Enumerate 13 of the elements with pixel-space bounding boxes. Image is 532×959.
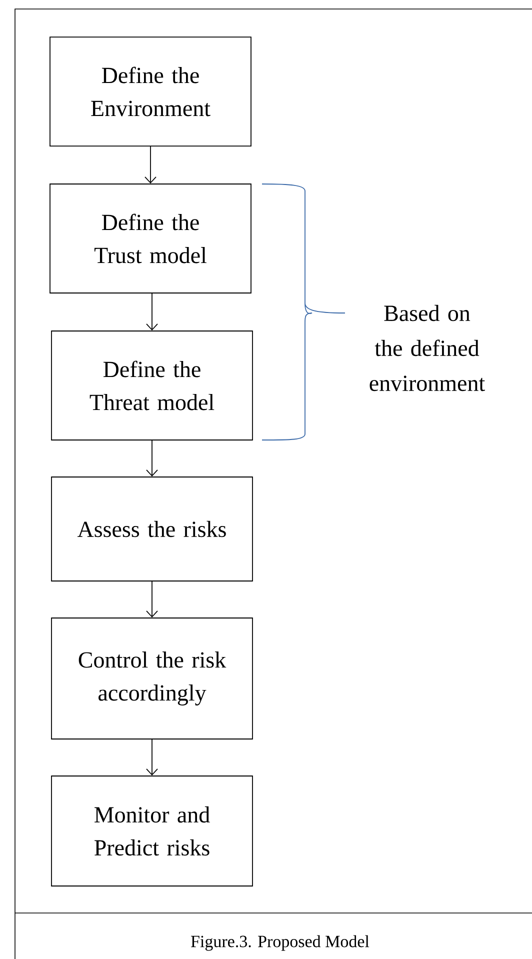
arrow bbox=[146, 739, 158, 776]
process-box: Define the Environment bbox=[50, 36, 252, 146]
process-box: Assess the risks bbox=[51, 476, 253, 582]
process-box: Control the risk accordingly bbox=[51, 618, 253, 740]
arrow bbox=[144, 146, 156, 184]
annotation-text: Based on the defined environment bbox=[370, 304, 485, 392]
process-box: Monitor and Predict risks bbox=[51, 776, 253, 886]
arrow bbox=[146, 440, 158, 477]
arrow bbox=[146, 581, 158, 618]
process-box: Define the Trust model bbox=[50, 184, 252, 294]
arrow bbox=[146, 293, 158, 331]
process-box: Define the Threat model bbox=[51, 330, 253, 440]
figure-caption: Figure.3. Proposed Model bbox=[191, 935, 370, 951]
